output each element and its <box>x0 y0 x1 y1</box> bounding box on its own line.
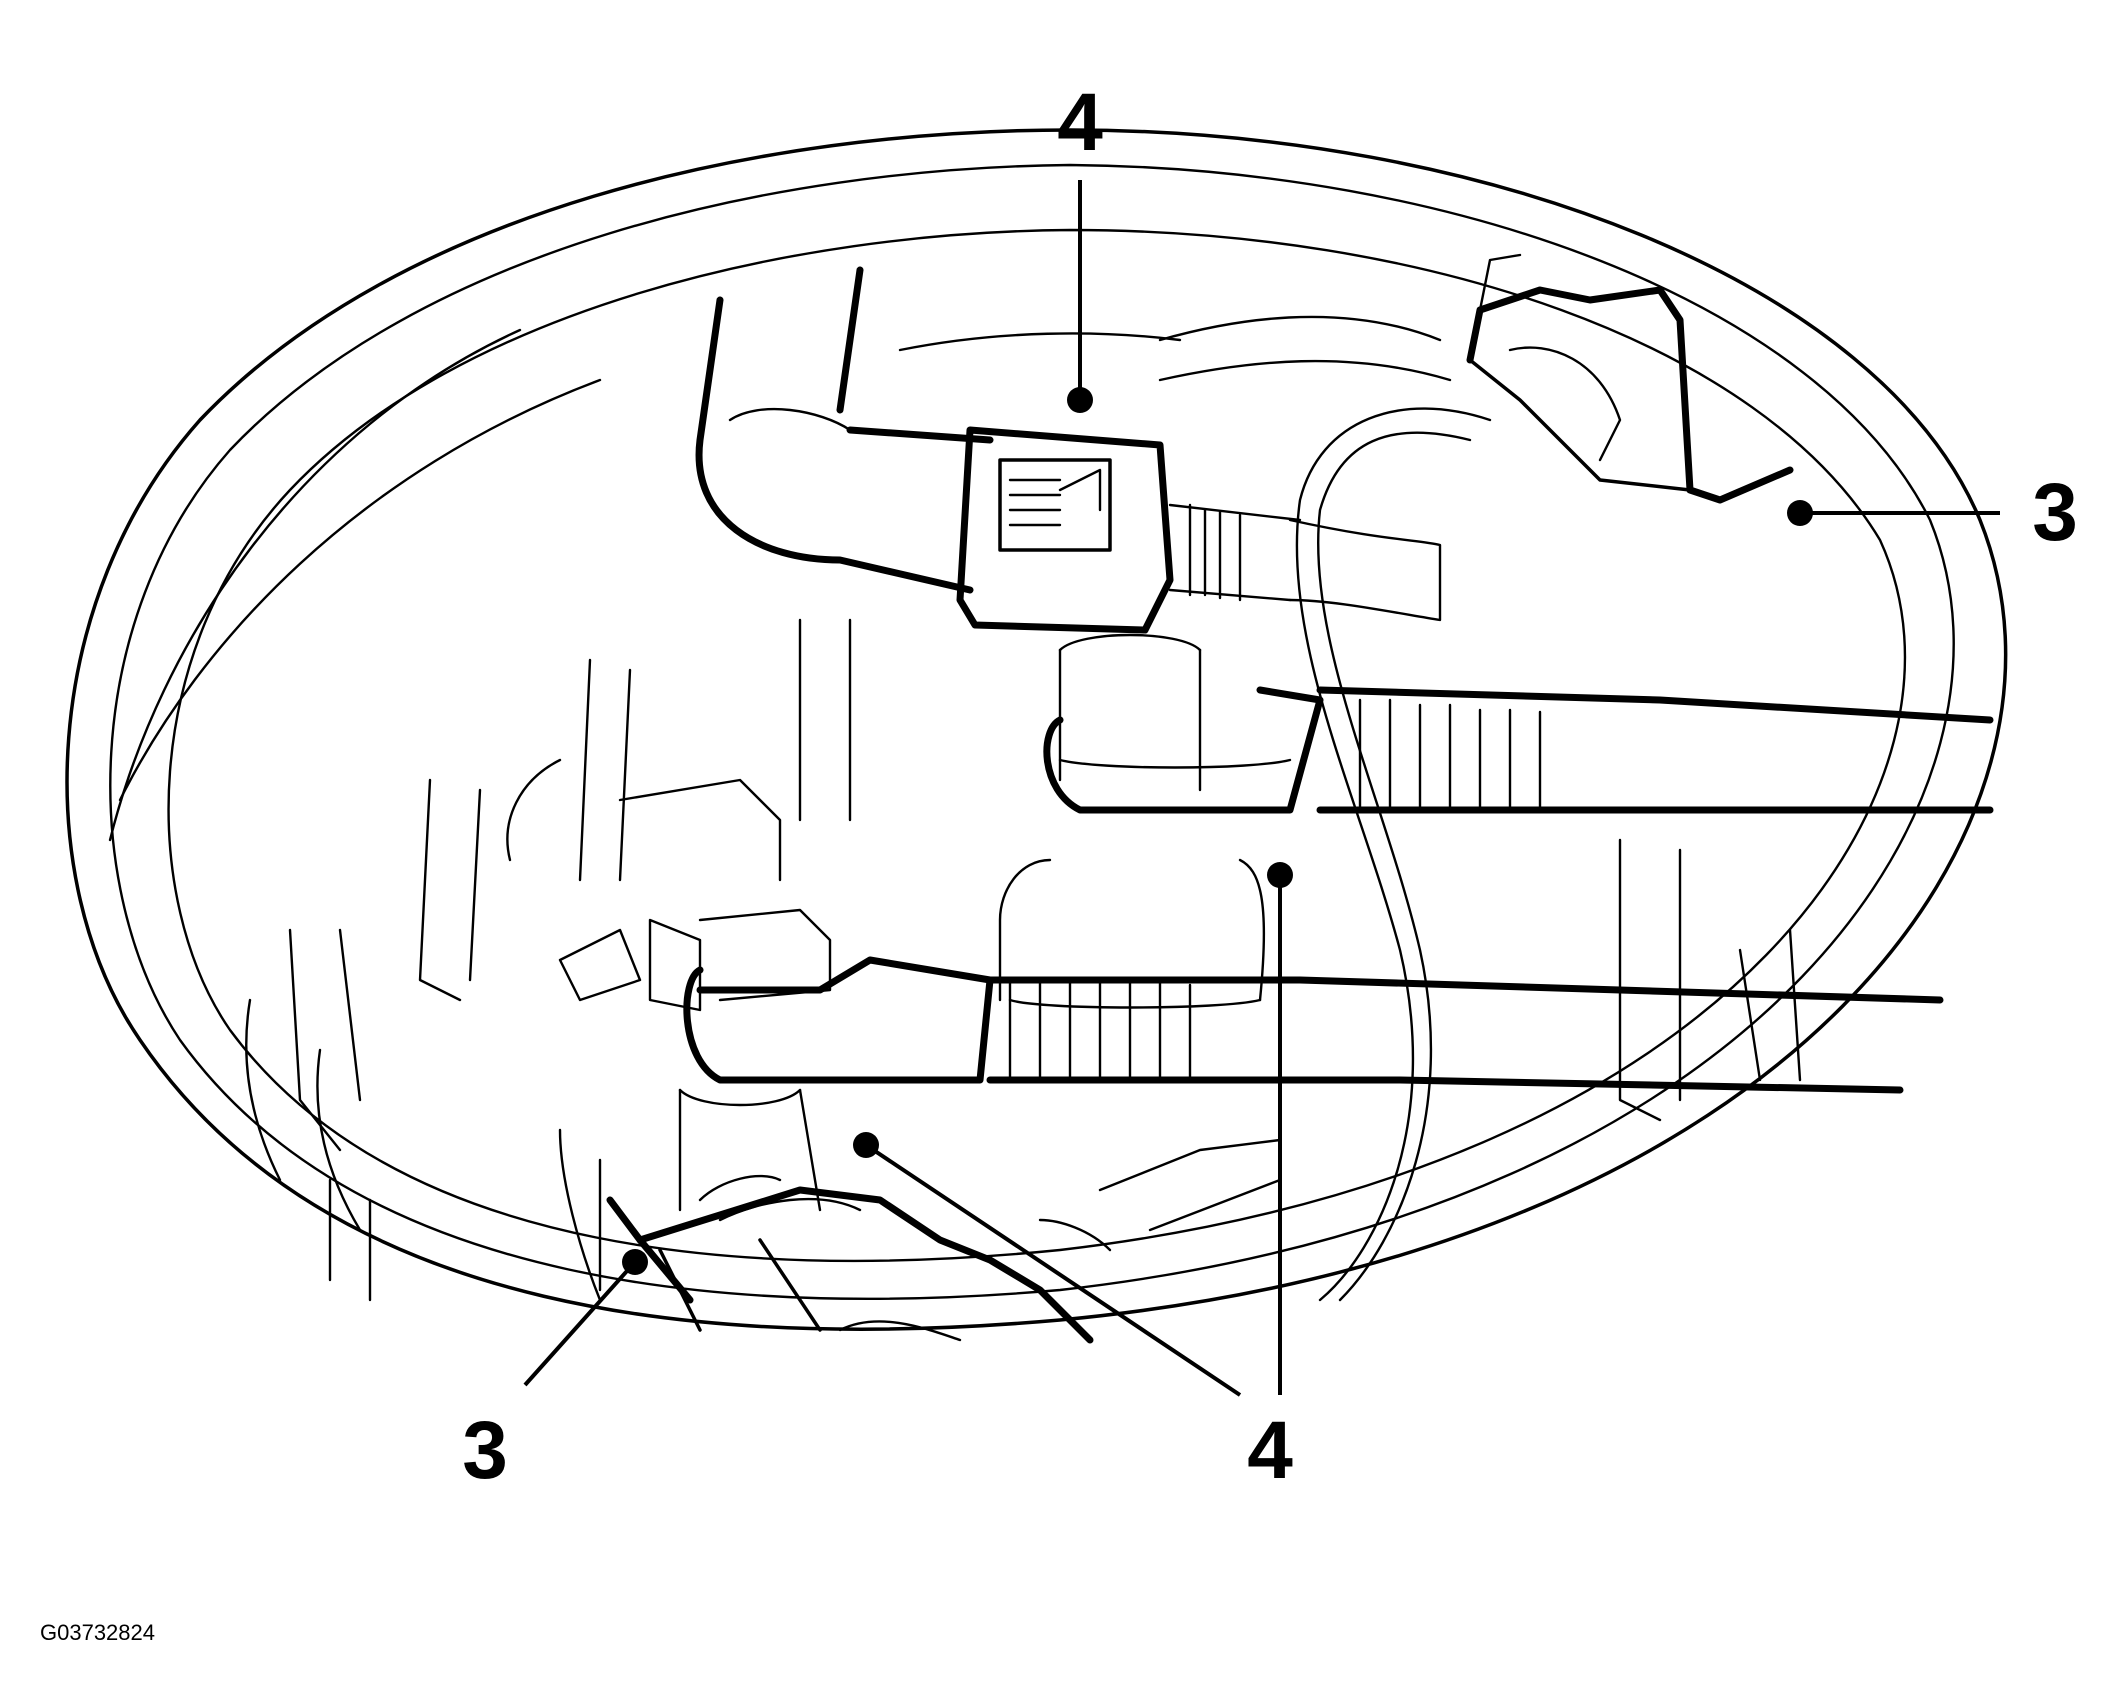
callout-leaders <box>523 180 2000 1397</box>
leader-bottom-left-3 <box>523 1260 637 1387</box>
callout-dot-bottom-4-a <box>1267 862 1293 888</box>
right-connector <box>1466 253 1794 504</box>
callout-dot-bottom-4-b <box>853 1132 879 1158</box>
callout-dot-top-4 <box>1067 387 1093 413</box>
leader-bottom-4-diagonal <box>864 1143 1242 1397</box>
lower-left-harness <box>558 1128 1094 1344</box>
interior-clips <box>245 618 1802 1302</box>
callout-right-3: 3 <box>2032 467 2078 558</box>
figure-id: G03732824 <box>40 1620 155 1645</box>
callout-bottom-left-3: 3 <box>462 1405 508 1496</box>
callout-top-4: 4 <box>1057 77 1103 168</box>
callout-dot-bottom-left-3 <box>622 1249 648 1275</box>
pump-tower-lower <box>678 956 1944 1212</box>
callout-bottom-4: 4 <box>1247 1405 1293 1496</box>
middle-right-hose <box>1316 686 1994 814</box>
looping-wire <box>1295 407 1492 1302</box>
pump-tower-upper <box>998 633 1324 1009</box>
upper-wiring-harness <box>695 266 1452 634</box>
lower-left-connector <box>506 758 832 1012</box>
access-opening-rim <box>65 128 2008 1332</box>
callout-dot-right-3 <box>1787 500 1813 526</box>
